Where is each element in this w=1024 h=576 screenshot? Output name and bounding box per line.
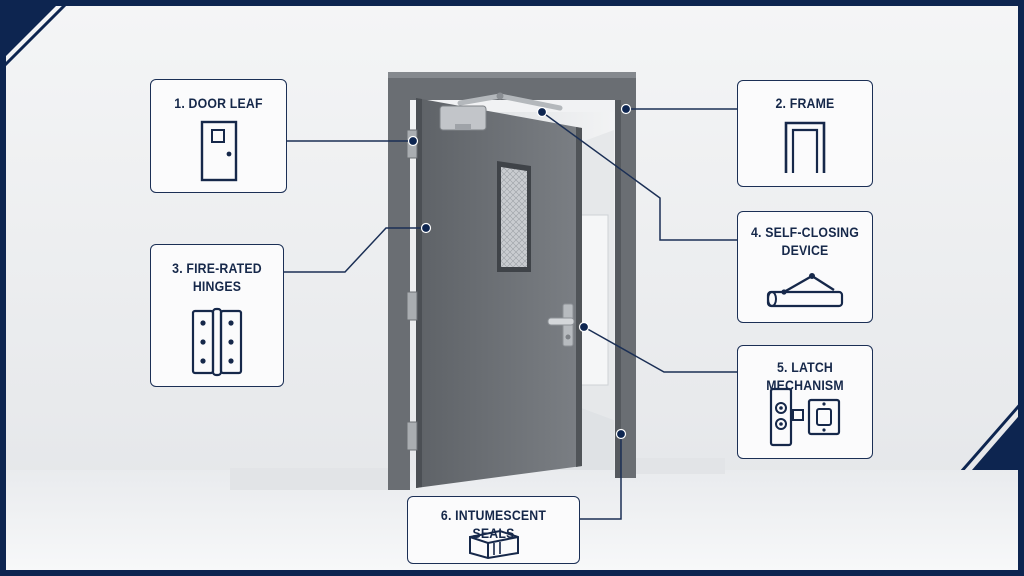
door-icon	[200, 120, 237, 182]
leader-seals	[580, 434, 622, 520]
callout-frame-label: 2. FRAME	[775, 95, 835, 111]
hinge-icon	[191, 307, 243, 377]
callout-latch-mechanism: 5. LATCH MECHANISM	[737, 345, 873, 459]
baseboard-left	[230, 468, 390, 490]
callout-intumescent-seals: 6. INTUMESCENT SEALS	[407, 496, 580, 564]
callout-hinges-label: 3. FIRE-RATED HINGES	[172, 260, 262, 294]
door-closer-arm-1	[457, 93, 503, 106]
dot-door-leaf	[407, 135, 419, 147]
callout-door-leaf: 1. DOOR LEAF	[150, 79, 287, 193]
callout-door-leaf-label: 1. DOOR LEAF	[174, 95, 263, 111]
callout-frame: 2. FRAME	[737, 80, 873, 187]
door-leaf-panel	[416, 98, 582, 488]
latch-icon	[769, 387, 841, 447]
door-closer-icon	[766, 273, 844, 308]
baseboard-right	[635, 458, 725, 474]
leader-dots	[407, 103, 632, 440]
dot-self-closing	[536, 106, 548, 118]
seal-strip-icon	[468, 529, 519, 559]
leader-latch	[583, 326, 737, 373]
hinge-bottom	[406, 421, 418, 451]
corner-accent-top-left	[0, 0, 62, 62]
dot-seals	[615, 428, 627, 440]
dot-frame	[620, 103, 632, 115]
leader-lines	[284, 108, 737, 520]
dot-hinges	[420, 222, 432, 234]
leader-hinges	[284, 227, 426, 273]
door-frame-icon	[784, 121, 826, 173]
callout-self-closing-device: 4. SELF-CLOSING DEVICE	[737, 211, 873, 323]
leader-self-closing	[541, 111, 737, 241]
lever-handle	[547, 317, 575, 326]
corner-stripe-top-left	[0, 0, 72, 72]
dot-latch	[578, 321, 590, 333]
door-closer-arm-2	[497, 93, 563, 111]
callout-fire-rated-hinges: 3. FIRE-RATED HINGES	[150, 244, 284, 387]
vision-panel-glass	[501, 167, 527, 267]
hinge-middle	[406, 291, 418, 321]
callout-self-closing-label: 4. SELF-CLOSING DEVICE	[750, 224, 860, 258]
